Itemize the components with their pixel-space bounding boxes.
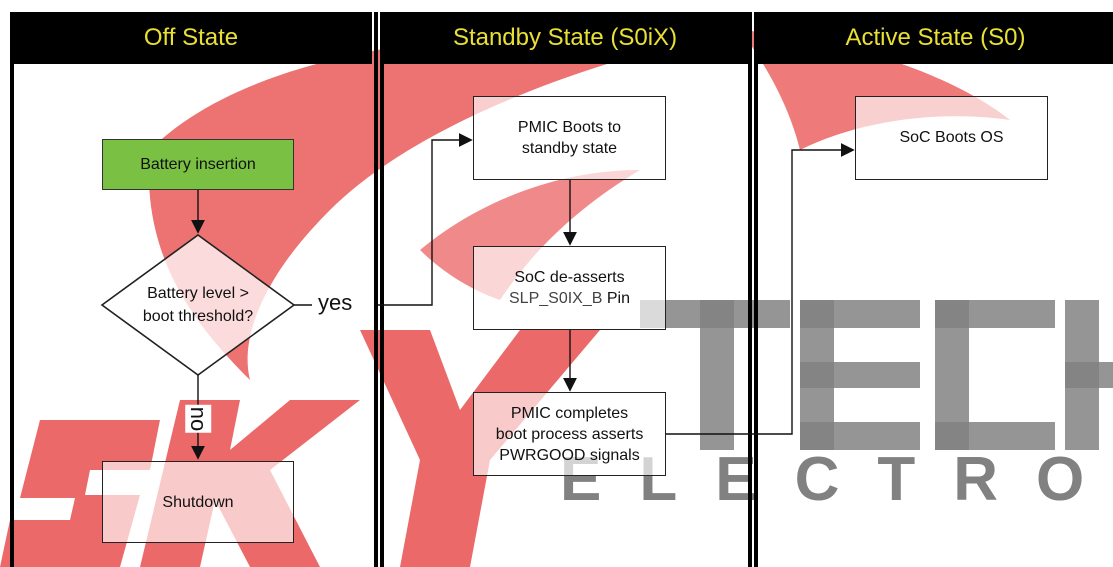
lane-header-off: Off State <box>10 12 372 64</box>
soc-deasserts-line-2: SLP_S0IX_B Pin <box>509 288 630 309</box>
slp-pin-name: SLP_S0IX_B <box>509 290 603 307</box>
soc-deasserts-line-1: SoC de-asserts <box>514 269 625 286</box>
soc-deasserts-node: SoC de-asserts SLP_S0IX_B Pin <box>473 246 666 330</box>
pin-suffix: Pin <box>602 290 630 307</box>
pmic-completes-line-3: PWRGOOD signals <box>499 446 640 464</box>
decision-line-1: Battery level > <box>147 285 249 302</box>
pmic-completes-node: PMIC completes boot process asserts PWRG… <box>473 392 666 476</box>
decision-line-2: boot threshold? <box>142 308 254 325</box>
pmic-boots-node: PMIC Boots to standby state <box>473 96 666 180</box>
pmic-boots-line-1: PMIC Boots to <box>517 119 622 136</box>
lane-title-active: Active State (S0) <box>845 24 1026 51</box>
shutdown-node: Shutdown <box>102 461 294 543</box>
battery-insertion-label: Battery insertion <box>140 156 256 173</box>
soc-boots-os-label: SoC Boots OS <box>899 129 1004 146</box>
yes-edge-label: yes <box>318 290 353 315</box>
pmic-completes-line-2: boot process asserts <box>495 425 644 443</box>
pmic-completes-line-1: PMIC completes <box>510 404 629 422</box>
lane-header-standby: Standby State (S0iX) <box>380 12 750 64</box>
battery-insertion-node: Battery insertion <box>102 139 294 190</box>
decision-node: Battery level > boot threshold? <box>110 281 286 329</box>
soc-boots-os-node: SoC Boots OS <box>855 96 1048 180</box>
lane-header-active: Active State (S0) <box>758 12 1113 64</box>
no-edge-label: no <box>185 404 212 434</box>
lane-title-standby: Standby State (S0iX) <box>452 24 678 51</box>
pmic-boots-line-2: standby state <box>521 140 618 157</box>
lane-title-off: Off State <box>143 24 239 51</box>
shutdown-label: Shutdown <box>162 493 234 511</box>
